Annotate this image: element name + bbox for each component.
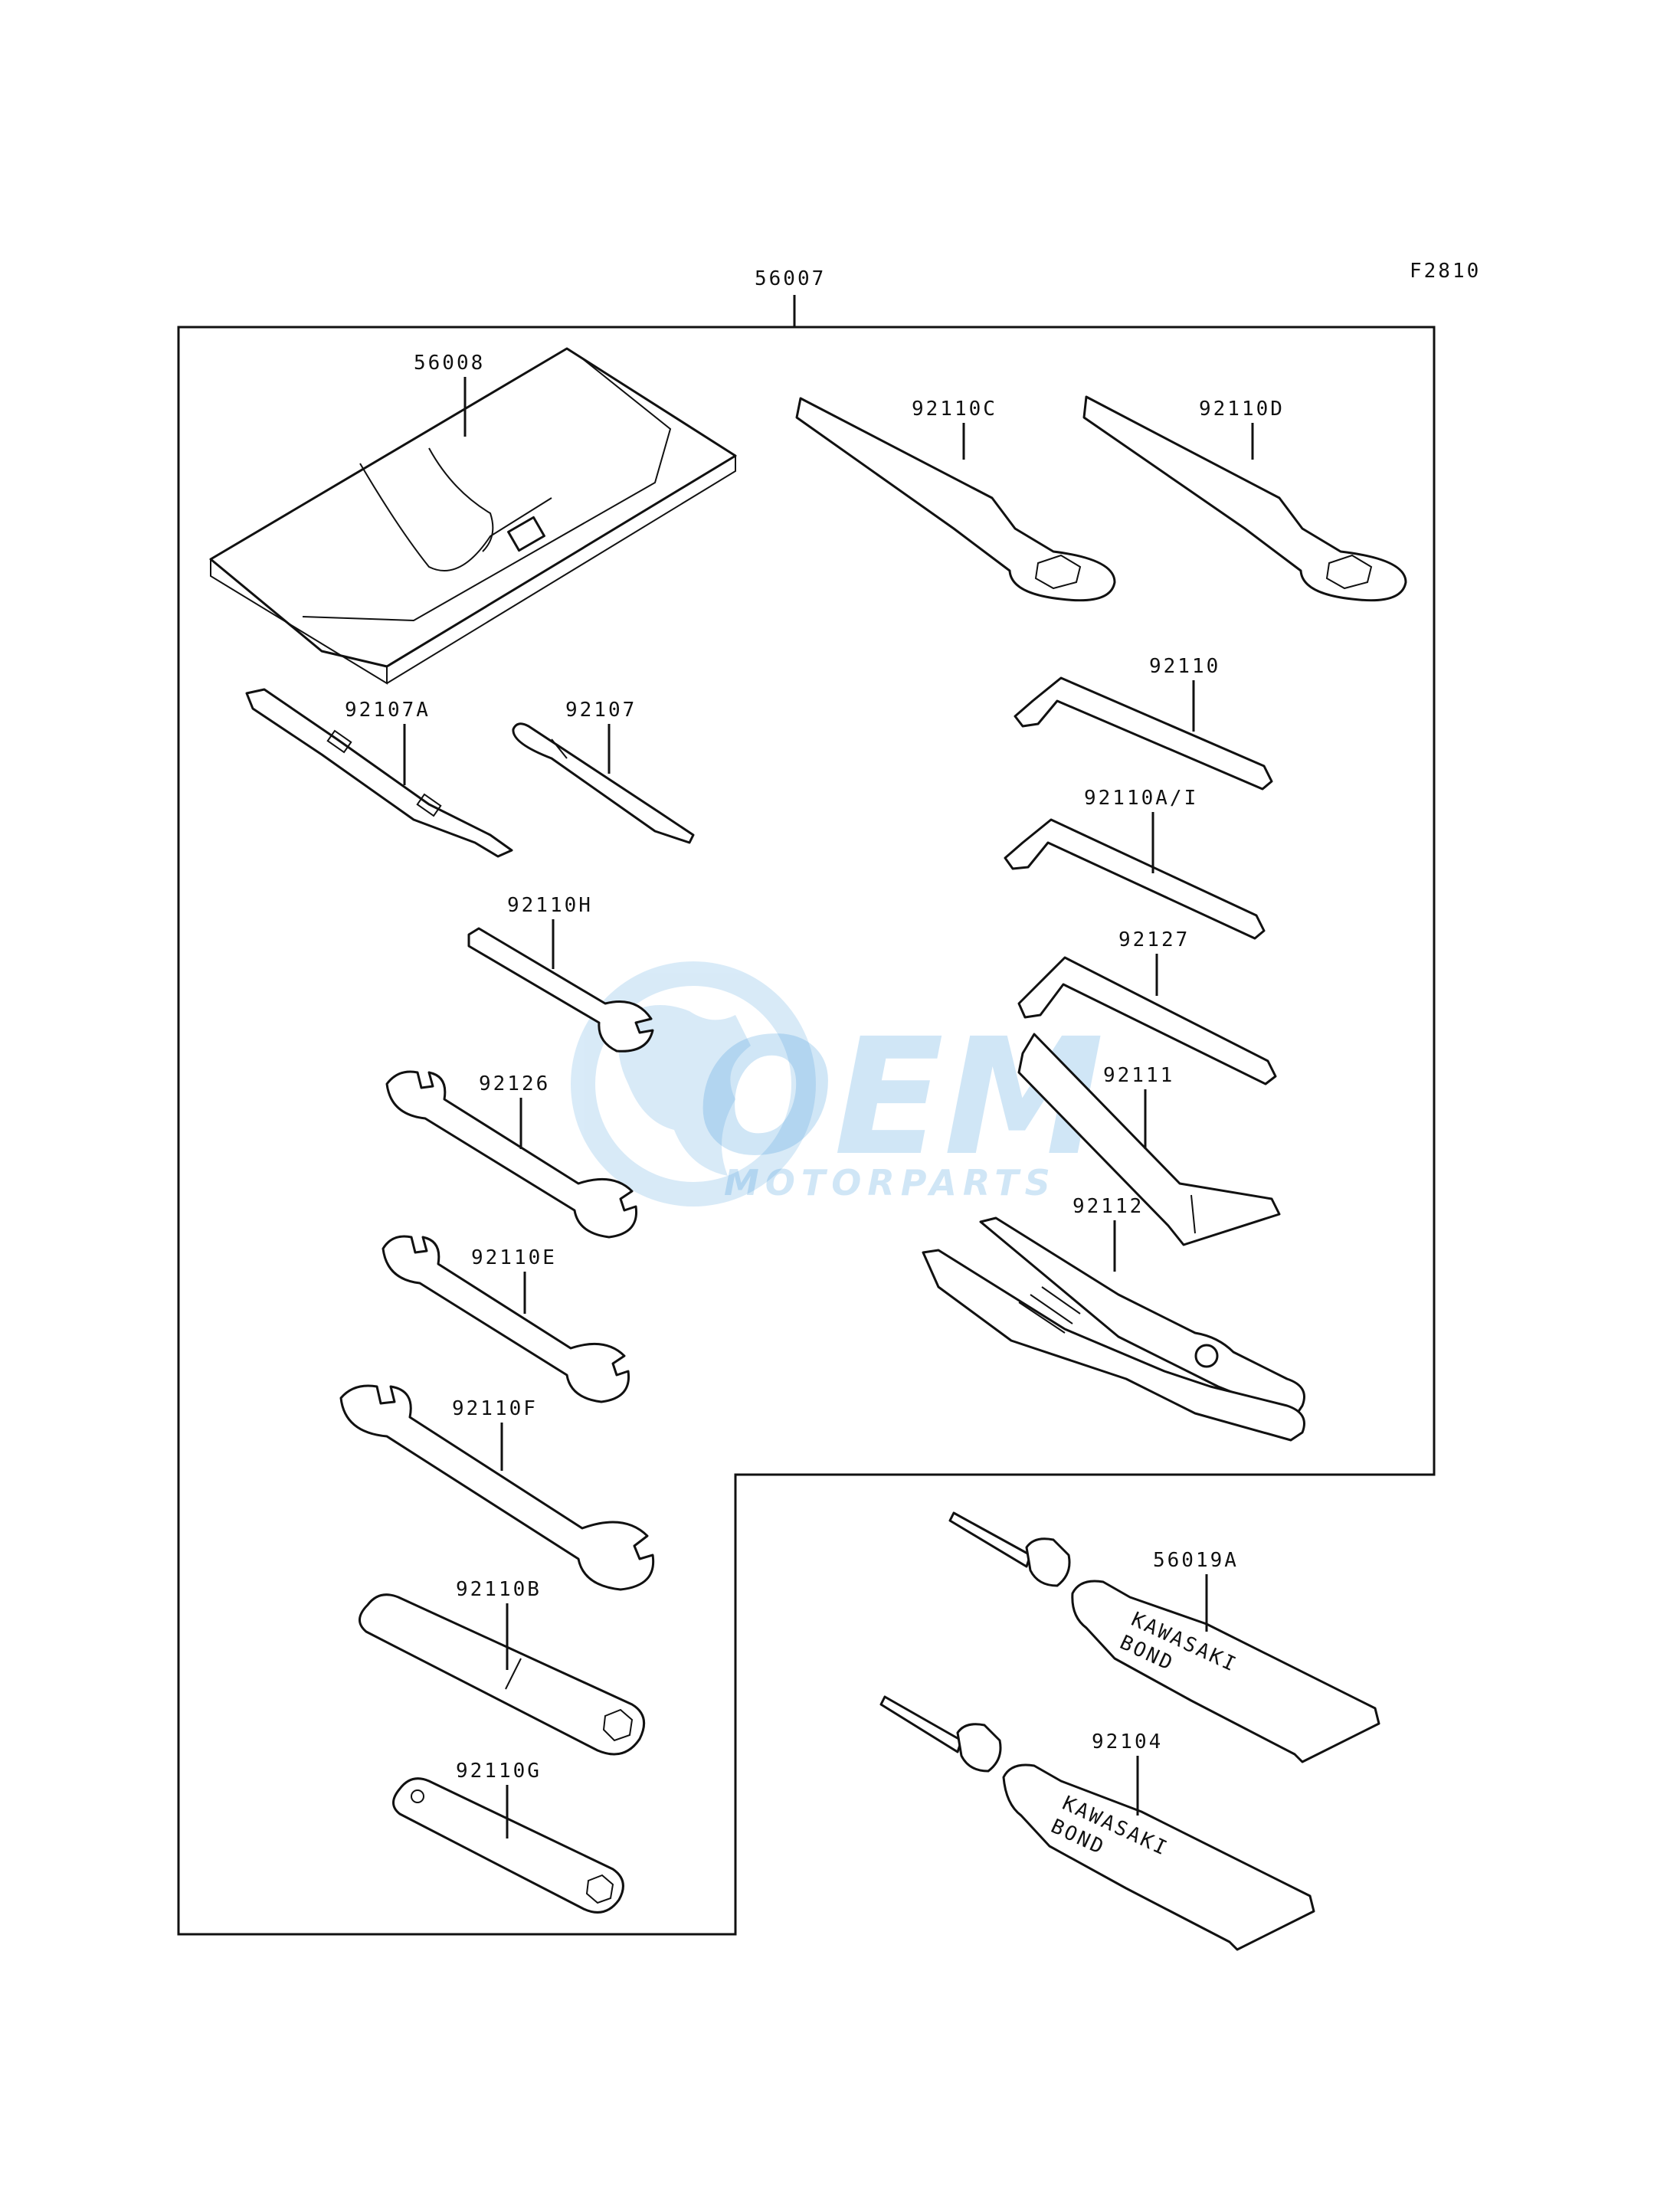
label-92110: 92110 [1149,655,1220,678]
assembly-boundary [177,326,1436,1936]
label-92107: 92107 [565,699,637,722]
hex-key-icon [1004,818,1266,940]
label-92107A: 92107A [345,699,431,722]
open-wrench-icon [467,927,654,1053]
hex-key-icon [1014,676,1273,791]
assembly-part-number: 56007 [755,267,826,290]
label-92111: 92111 [1103,1064,1174,1087]
double-open-wrench-icon [339,1384,655,1591]
figure-code: F2810 [1410,260,1481,283]
double-open-wrench-icon [385,1070,638,1239]
hex-key-icon [1017,956,1277,1085]
label-92110H: 92110H [507,894,593,917]
screwdriver-bit-icon [512,722,695,844]
pliers-icon [922,1216,1305,1442]
box-wrench-icon [795,397,1116,602]
label-92110D: 92110D [1199,398,1285,421]
tool-pouch-icon [209,347,737,685]
label-92110B: 92110B [456,1578,542,1601]
label-92104: 92104 [1092,1730,1163,1753]
label-92110E: 92110E [471,1246,557,1269]
wrench-handle-icon [1017,1033,1281,1246]
label-92127: 92127 [1118,928,1190,951]
box-wrench-icon [1082,395,1407,602]
box-socket-icon [392,1777,624,1914]
box-socket-icon [359,1593,646,1756]
label-92112: 92112 [1073,1195,1144,1218]
label-92126: 92126 [479,1072,550,1095]
label-56019A: 56019A [1153,1549,1239,1572]
label-92110G: 92110G [456,1760,542,1783]
bond-tube-icon: KAWASAKI BOND [879,1695,1315,1951]
label-92110C: 92110C [912,398,997,421]
watermark-subtitle: MOTORPARTS [724,1162,1056,1203]
label-56008: 56008 [414,352,485,375]
label-92110F: 92110F [452,1397,538,1420]
screwdriver-bit-icon [245,688,513,858]
label-92110AI: 92110A/I [1084,787,1198,810]
double-open-wrench-icon [382,1235,630,1403]
